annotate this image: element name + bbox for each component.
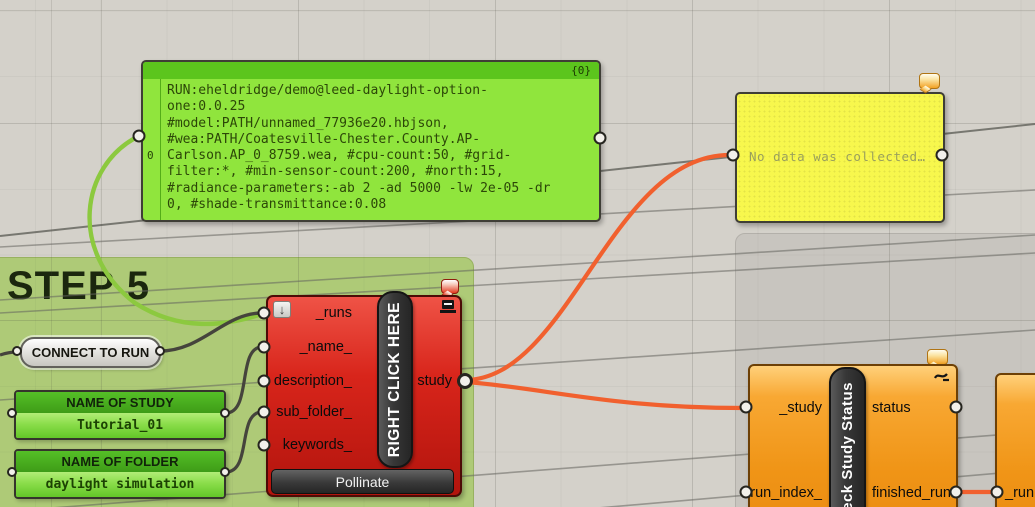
- pollinate-input-description: description_: [273, 373, 352, 389]
- relay-icon: [934, 373, 949, 382]
- message-panel[interactable]: No data was collected…: [735, 92, 945, 223]
- check-input-study: _study: [779, 400, 822, 416]
- error-balloon-icon[interactable]: [441, 279, 459, 294]
- connect-output-grip[interactable]: [155, 346, 165, 356]
- pollinate-component[interactable]: ↓: [266, 295, 462, 497]
- check-status-output-grip[interactable]: [949, 400, 963, 414]
- warning-balloon-icon[interactable]: [919, 73, 940, 89]
- folder-name-input-grip[interactable]: [7, 467, 17, 477]
- description-input-grip[interactable]: [257, 374, 271, 388]
- next-input-run: _run: [1005, 485, 1035, 501]
- wire-study-to-check[interactable]: [465, 379, 745, 411]
- check-runindex-input-grip[interactable]: [739, 485, 753, 499]
- study-name-output-grip[interactable]: [220, 408, 230, 418]
- run-panel-item-index: 0: [147, 149, 154, 162]
- folder-name-header: NAME OF FOLDER: [16, 451, 224, 472]
- run-panel-input-grip[interactable]: [132, 129, 146, 143]
- check-finishedrun-output-grip[interactable]: [949, 485, 963, 499]
- keywords-input-grip[interactable]: [257, 438, 271, 452]
- folder-name-value: daylight simulation: [16, 472, 224, 497]
- connect-to-run-label: CONNECT TO RUN: [31, 345, 150, 360]
- download-arrow-icon[interactable]: ↓: [273, 301, 291, 318]
- pollinate-input-subfolder: sub_folder_: [276, 404, 352, 420]
- name-input-grip[interactable]: [257, 340, 271, 354]
- subfolder-input-grip[interactable]: [257, 405, 271, 419]
- message-panel-output-grip[interactable]: [935, 148, 949, 162]
- pollinate-input-name: _name_: [299, 339, 352, 355]
- folder-name-panel[interactable]: NAME OF FOLDER daylight simulation: [14, 449, 226, 499]
- run-panel-index-gutter: 0: [143, 79, 161, 220]
- runs-input-grip[interactable]: [257, 306, 271, 320]
- step5-group-title: STEP 5: [7, 264, 151, 308]
- pollinate-output-study: study: [417, 373, 452, 389]
- message-panel-text: No data was collected…: [749, 149, 926, 164]
- check-input-run-index: run_index_: [750, 485, 822, 501]
- study-name-header: NAME OF STUDY: [16, 392, 224, 413]
- check-warning-balloon-icon[interactable]: [927, 349, 948, 365]
- load-run-component[interactable]: [995, 373, 1035, 507]
- study-name-value: Tutorial_01: [16, 413, 224, 438]
- run-panel-output-grip[interactable]: [593, 131, 607, 145]
- check-study-input-grip[interactable]: [739, 400, 753, 414]
- check-output-status: status: [872, 400, 911, 416]
- run-data-panel[interactable]: {0} 0 RUN:eheldridge/demo@leed-daylight-…: [141, 60, 601, 222]
- pollinate-input-runs: _runs: [315, 305, 352, 321]
- check-output-finished-run: finished_run: [872, 485, 951, 501]
- folder-name-output-grip[interactable]: [220, 467, 230, 477]
- study-name-input-grip[interactable]: [7, 408, 17, 418]
- message-panel-input-grip[interactable]: [726, 148, 740, 162]
- check-study-status-ribbon[interactable]: Check Study Status: [829, 367, 866, 507]
- connect-to-run-container[interactable]: CONNECT TO RUN: [20, 337, 161, 368]
- right-click-here-ribbon[interactable]: RIGHT CLICK HERE: [377, 291, 413, 468]
- run-panel-text: RUN:eheldridge/demo@leed-daylight-option…: [167, 83, 551, 213]
- pollinate-input-keywords: keywords_: [282, 437, 352, 453]
- next-run-input-grip[interactable]: [990, 485, 1004, 499]
- study-output-grip[interactable]: [457, 373, 473, 389]
- connect-input-grip[interactable]: [12, 346, 22, 356]
- pollinate-run-button[interactable]: Pollinate: [271, 469, 454, 494]
- run-panel-path-badge: {0}: [143, 62, 599, 79]
- laptop-icon: [440, 300, 457, 315]
- study-name-panel[interactable]: NAME OF STUDY Tutorial_01: [14, 390, 226, 440]
